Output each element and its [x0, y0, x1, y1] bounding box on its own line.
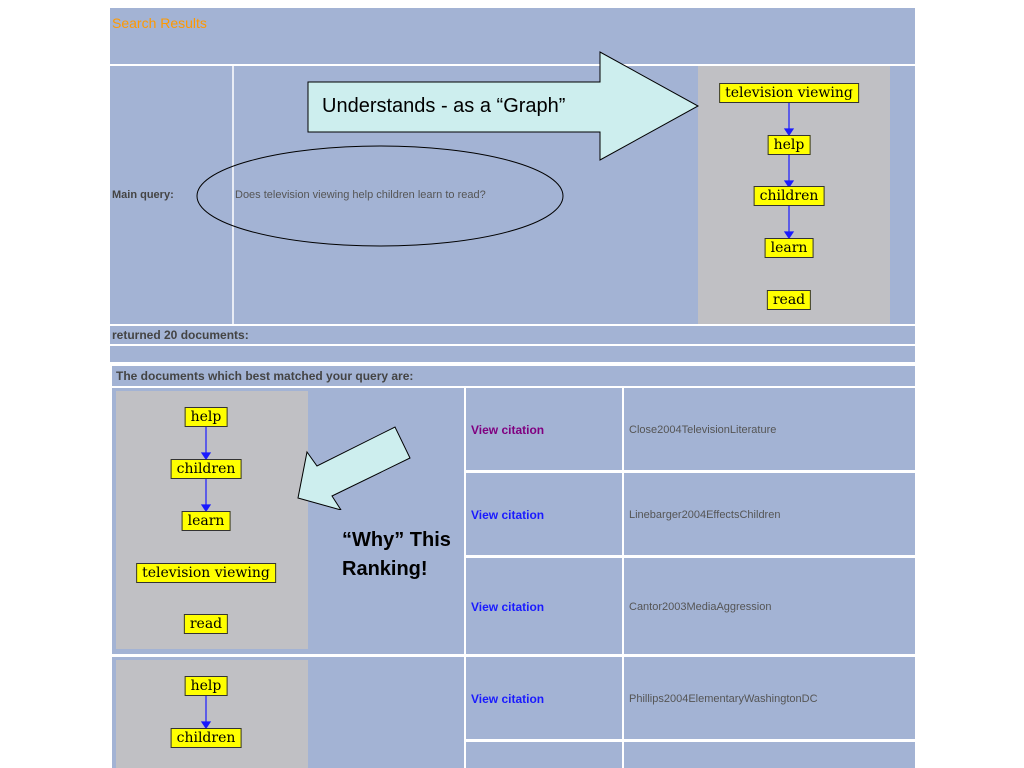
- returned-row: returned 20 documents:: [110, 326, 915, 344]
- view-citation-link-4[interactable]: View citation: [471, 692, 545, 706]
- query-divider: [232, 66, 234, 324]
- result1-node-help: help: [184, 407, 228, 427]
- docid-cell-3: [624, 558, 915, 654]
- citation-cell-4: [466, 657, 622, 739]
- spacer-row: [110, 346, 915, 362]
- result-id-1: Close2004TelevisionLiterature: [629, 424, 777, 436]
- view-citation-link-3[interactable]: View citation: [471, 600, 545, 614]
- view-citation-link-2[interactable]: View citation: [471, 508, 545, 522]
- docid-cell-2: [624, 473, 915, 555]
- why-callout-text: “Why” This Ranking!: [342, 529, 451, 580]
- query-node-children: children: [753, 186, 825, 206]
- graph-callout-text: Understands - as a “Graph”: [322, 95, 566, 117]
- docid-cell-4: [624, 657, 915, 739]
- results-header: The documents which best matched your qu…: [116, 369, 414, 383]
- citation-cell-2: [466, 473, 622, 555]
- query-ellipse: [196, 145, 564, 247]
- docid-cell-1: [624, 388, 915, 470]
- query-node-learn: learn: [764, 238, 814, 258]
- citation-cell-1: [466, 388, 622, 470]
- docid-cell-5: [624, 742, 915, 768]
- query-text: Does television viewing help children le…: [235, 189, 486, 201]
- result2-node-help: help: [184, 676, 228, 696]
- query-node-help: help: [767, 135, 811, 155]
- citation-cell-5: [466, 742, 622, 768]
- graph-callout-arrow: [307, 51, 700, 161]
- header-bar: Search Results: [110, 8, 915, 64]
- page-title: Search Results: [112, 15, 207, 31]
- query-label: Main query:: [112, 189, 174, 201]
- result-id-3: Cantor2003MediaAggression: [629, 601, 772, 613]
- result1-node-read: read: [183, 614, 229, 634]
- result2-node-children: children: [170, 728, 242, 748]
- query-node-read: read: [766, 290, 812, 310]
- citation-cell-3: [466, 558, 622, 654]
- result1-node-children: children: [170, 459, 242, 479]
- query-node-television-viewing: television viewing: [719, 83, 859, 103]
- result1-node-television-viewing: television viewing: [136, 563, 276, 583]
- result1-node-learn: learn: [181, 511, 231, 531]
- results-header-row: The documents which best matched your qu…: [112, 366, 915, 386]
- result-id-2: Linebarger2004EffectsChildren: [629, 509, 781, 521]
- result-graph-1-edges: [200, 427, 212, 513]
- returned-count: returned 20 documents:: [112, 328, 249, 342]
- query-graph-edges: [783, 103, 795, 240]
- why-callout-arrow: [297, 426, 411, 510]
- view-citation-link-1[interactable]: View citation: [471, 423, 545, 437]
- result-graph-2-edges: [200, 696, 212, 730]
- result-id-4: Phillips2004ElementaryWashingtonDC: [629, 693, 818, 705]
